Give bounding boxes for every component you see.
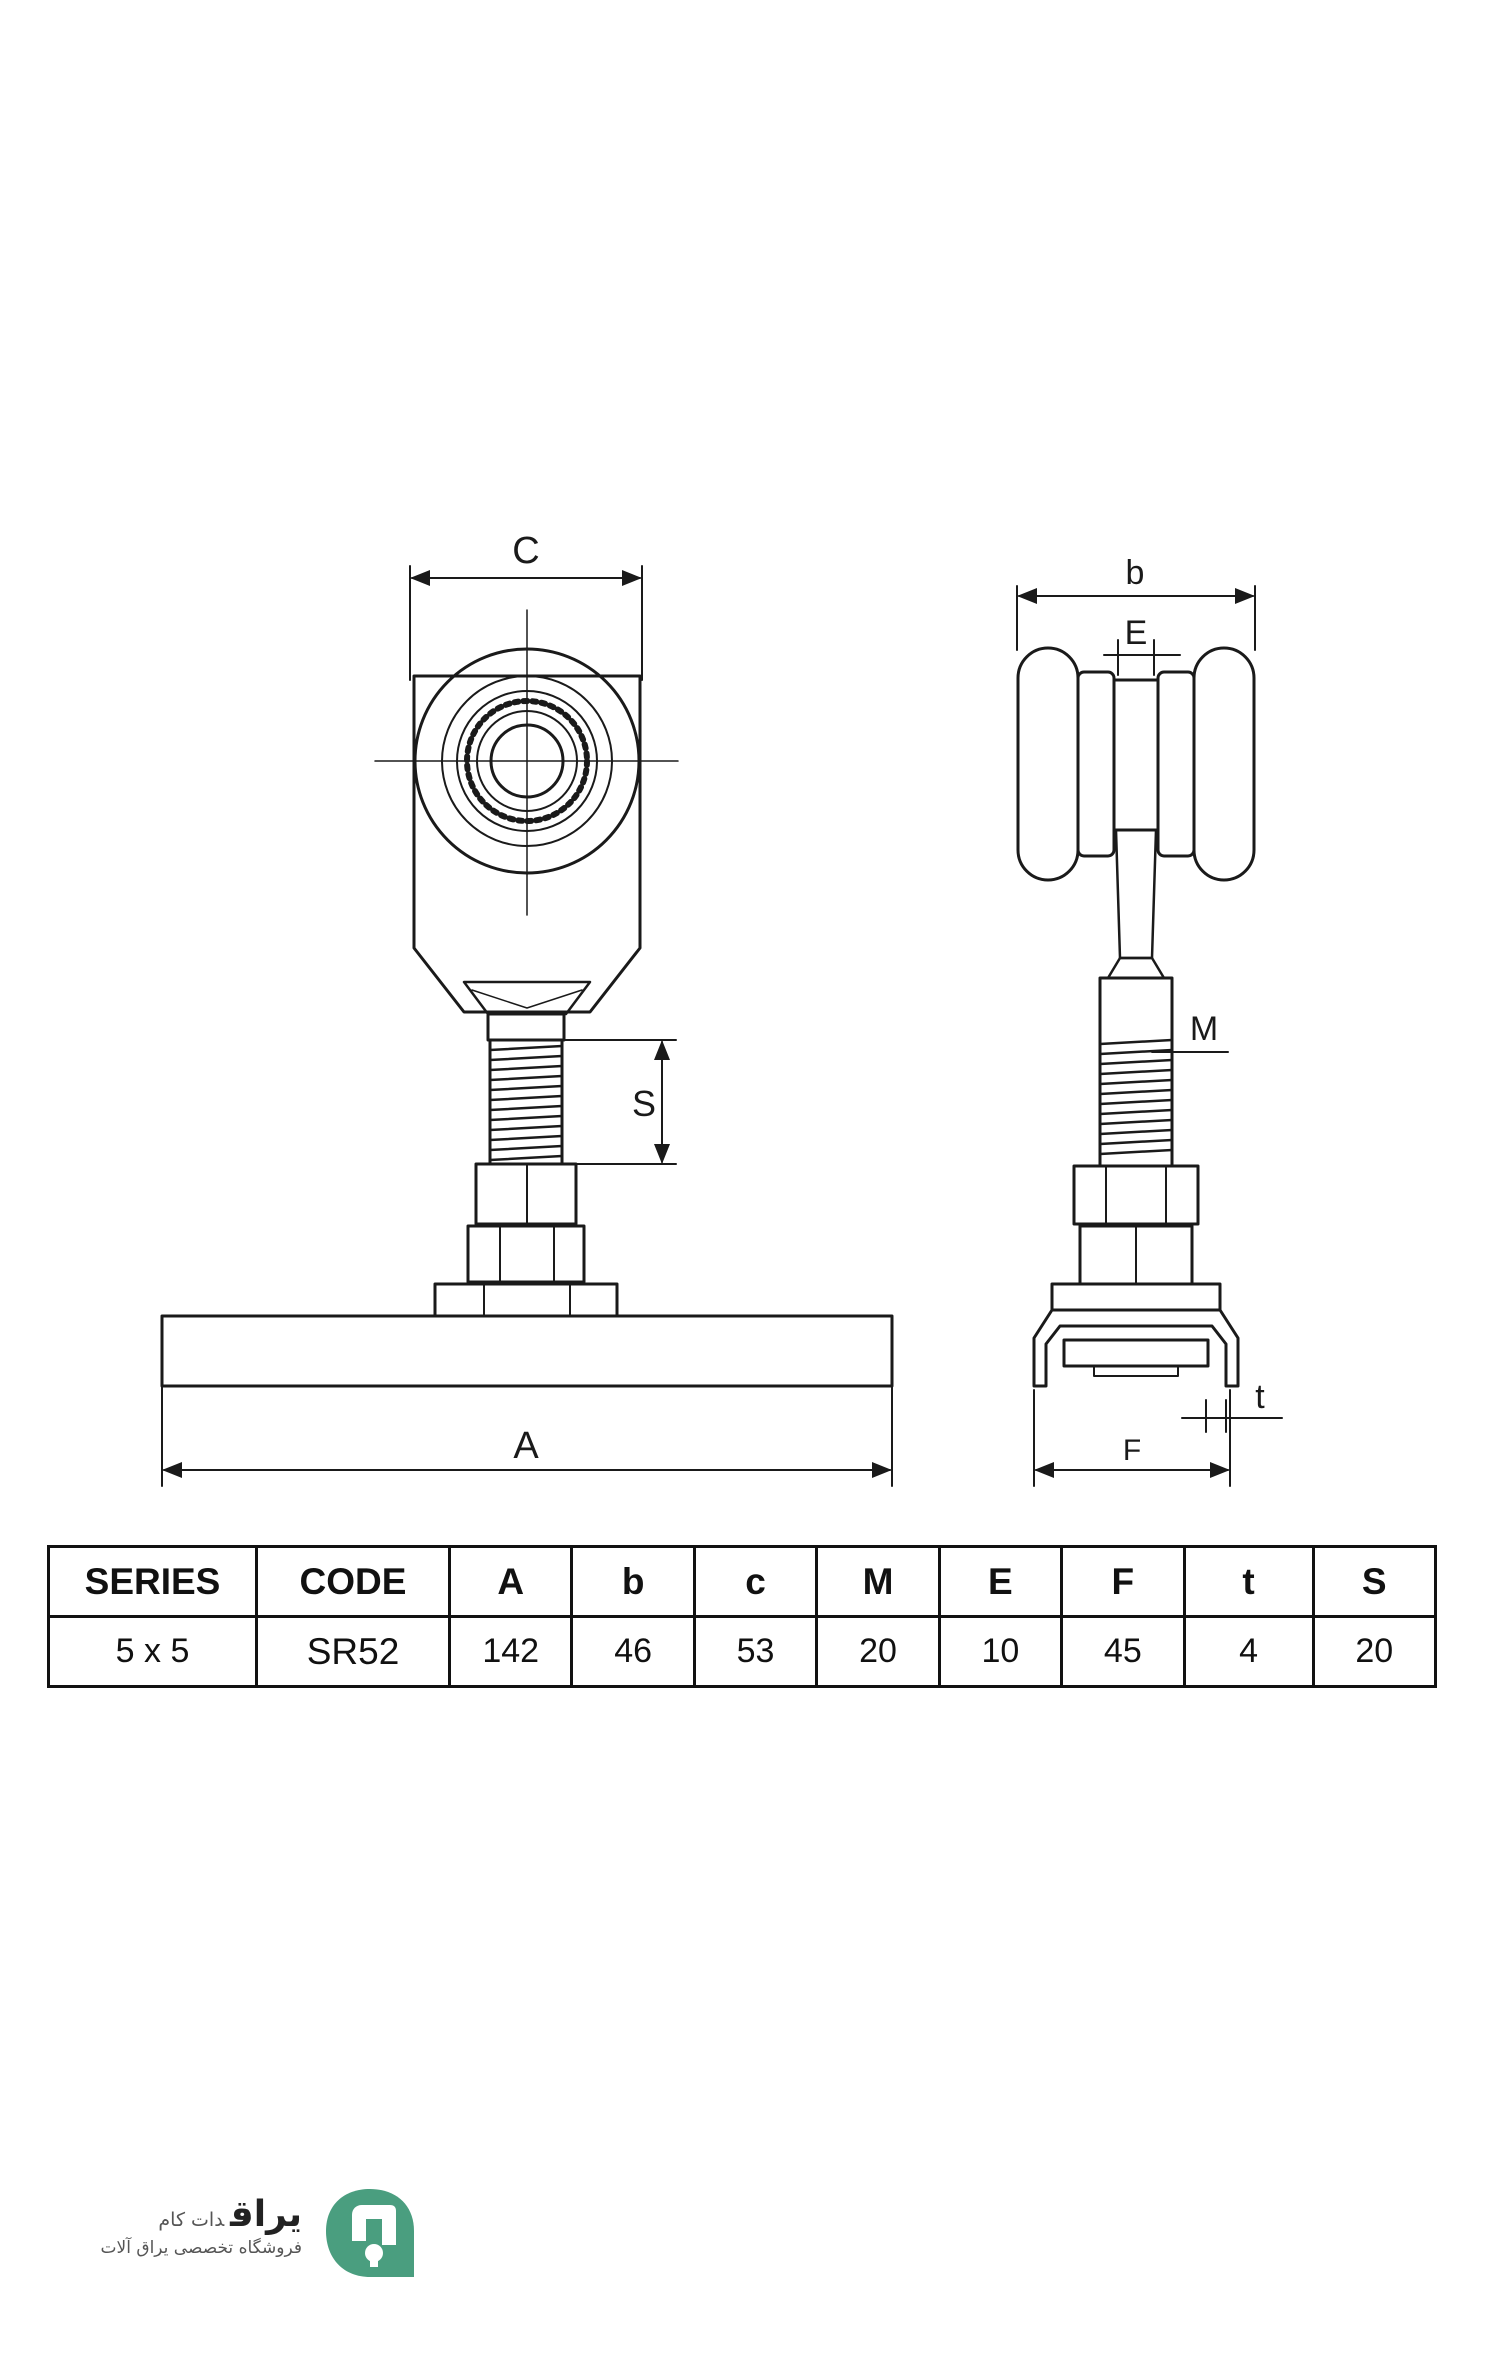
- table-cell: 4: [1182, 1615, 1315, 1688]
- channel-bracket: [1032, 1308, 1240, 1388]
- side-rod-threads: [1098, 1038, 1174, 1156]
- table-cell: 142: [447, 1615, 574, 1688]
- dimension-a: [161, 1385, 893, 1487]
- brand-logo: یراقدات کام فروشگاه تخصصی یراق آلات: [100, 2185, 430, 2285]
- right-wheel: [1192, 646, 1256, 882]
- side-upper-nut: [1072, 1164, 1200, 1226]
- keyhole-icon: [326, 2189, 414, 2277]
- washer: [433, 1282, 619, 1318]
- dimension-c: [409, 565, 643, 681]
- base-plate: [160, 1314, 894, 1388]
- label-e: E: [1125, 614, 1148, 652]
- logo-text: یراقدات کام فروشگاه تخصصی یراق آلات: [101, 2195, 302, 2261]
- label-f: F: [1123, 1434, 1141, 1467]
- label-s: S: [632, 1083, 656, 1124]
- label-m: M: [1190, 1010, 1218, 1048]
- label-b: b: [1126, 554, 1145, 592]
- dimension-e: [1103, 639, 1181, 676]
- neck: [462, 980, 592, 1016]
- logo-brand: یراق: [230, 2194, 302, 2235]
- header-cell: A: [447, 1545, 574, 1618]
- table-cell: 5 x 5: [47, 1615, 258, 1688]
- technical-drawing: C: [160, 530, 1283, 1487]
- rod-threads: [488, 1044, 564, 1162]
- table-row: 5 x 5 SR52 142 46 53 20 10 45 4 20: [47, 1615, 1438, 1688]
- table-cell: 46: [570, 1615, 696, 1688]
- header-cell: t: [1182, 1545, 1315, 1618]
- centerlines: [374, 609, 679, 916]
- table-header-row: SERIES CODE A b c M E F t S: [47, 1545, 1438, 1618]
- web-plate: [1112, 678, 1160, 832]
- header-cell: F: [1060, 1545, 1186, 1618]
- side-view: b E: [1016, 554, 1283, 1487]
- logo-tagline: فروشگاه تخصصی یراق آلات: [100, 2238, 302, 2258]
- table-cell: 45: [1060, 1615, 1186, 1688]
- logo-suffix: دات کام: [158, 2209, 225, 2231]
- dimension-s: [563, 1039, 677, 1165]
- header-cell: S: [1311, 1545, 1438, 1618]
- header-cell: b: [570, 1545, 696, 1618]
- header-cell: c: [692, 1545, 819, 1618]
- front-view: C: [160, 530, 894, 1487]
- table-cell: 20: [1311, 1615, 1438, 1688]
- dimension-t: [1181, 1399, 1283, 1433]
- channel-plate: [1062, 1338, 1210, 1368]
- table-cell: 20: [815, 1615, 941, 1688]
- table-cell: 10: [937, 1615, 1064, 1688]
- table-cell: SR52: [255, 1615, 451, 1688]
- spec-table: SERIES CODE A b c M E F t S 5 x 5 SR52 1…: [47, 1545, 1438, 1688]
- label-a: A: [513, 1425, 539, 1467]
- roller-housing: [412, 674, 642, 1014]
- header-cell: CODE: [255, 1545, 451, 1618]
- header-cell: SERIES: [47, 1545, 258, 1618]
- dimension-b: [1016, 585, 1256, 651]
- header-cell: E: [937, 1545, 1064, 1618]
- left-wheel: [1016, 646, 1080, 882]
- label-c: C: [512, 530, 539, 572]
- table-cell: 53: [692, 1615, 819, 1688]
- lower-nut: [466, 1224, 586, 1284]
- header-cell: M: [815, 1545, 941, 1618]
- label-t: t: [1255, 1378, 1265, 1416]
- dimension-f: [1033, 1389, 1231, 1487]
